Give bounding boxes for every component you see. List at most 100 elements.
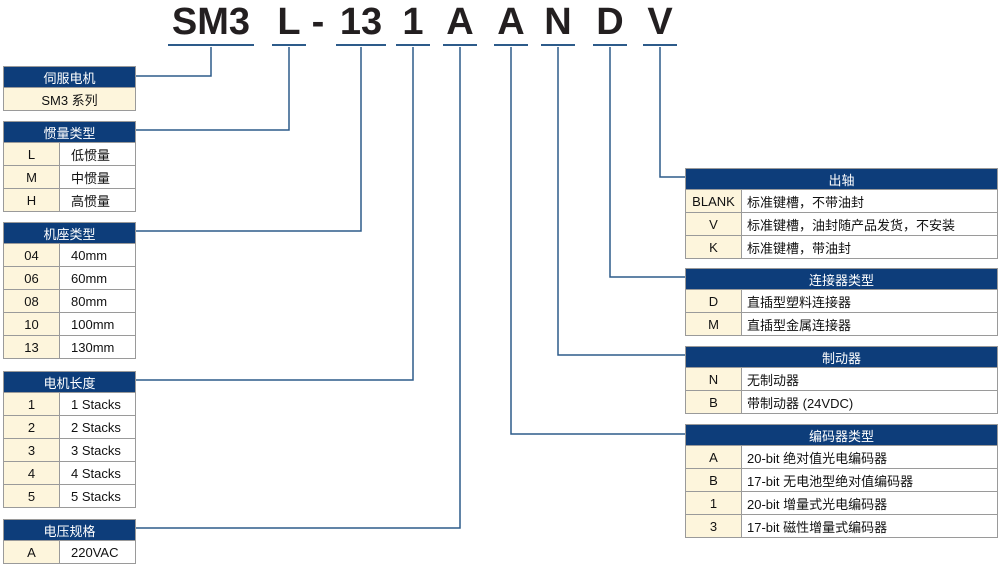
model-code: SM3 L - 13 1 A A N D V (0, 0, 1000, 48)
table-cell-key: B (685, 468, 742, 492)
table-cell-value: 高惯量 (59, 188, 136, 212)
table-cell-key: A (3, 540, 60, 564)
table-title: 机座类型 (3, 222, 136, 244)
table-cell-value: 40mm (59, 243, 136, 267)
table-title: 连接器类型 (685, 268, 998, 290)
table-cell-key: H (3, 188, 60, 212)
code-inertia: L (272, 0, 306, 46)
table-cell-value: 100mm (59, 312, 136, 336)
leader-line-frame (135, 47, 362, 232)
table-cell-value: 带制动器 (24VDC) (741, 390, 998, 414)
table-cell-key: 3 (3, 438, 60, 462)
code-shaft: V (643, 0, 677, 46)
table-cell-key: 4 (3, 461, 60, 485)
table-cell-value: 4 Stacks (59, 461, 136, 485)
table-title: 电机长度 (3, 371, 136, 393)
table-cell-value: 低惯量 (59, 142, 136, 166)
table-cell-key: K (685, 235, 742, 259)
table-cell-value: 标准键槽，带油封 (741, 235, 998, 259)
table-title: 编码器类型 (685, 424, 998, 446)
table-cell-key: D (685, 289, 742, 313)
table-cell-key: 1 (3, 392, 60, 416)
table-cell-value: 3 Stacks (59, 438, 136, 462)
table-cell-value: 17-bit 无电池型绝对值编码器 (741, 468, 998, 492)
table-cell-value: 5 Stacks (59, 484, 136, 508)
table-cell-key: M (685, 312, 742, 336)
table-title: 惯量类型 (3, 121, 136, 143)
table-cell-key: BLANK (685, 189, 742, 213)
table-cell-key: A (685, 445, 742, 469)
code-connector: D (593, 0, 627, 46)
leader-line-shaft (659, 47, 685, 178)
table-cell-key: N (685, 367, 742, 391)
table-motor-series: 伺服电机 SM3 系列 (3, 66, 136, 111)
table-cell-value: 20-bit 绝对值光电编码器 (741, 445, 998, 469)
code-length: 1 (396, 0, 430, 46)
leader-line-brake (557, 47, 685, 356)
table-cell-key: 06 (3, 266, 60, 290)
table-cell-value: 2 Stacks (59, 415, 136, 439)
code-series: SM3 (168, 0, 254, 46)
table-cell-key: 5 (3, 484, 60, 508)
table-cell-value: 20-bit 增量式光电编码器 (741, 491, 998, 515)
leader-line-encoder (510, 47, 685, 435)
table-title: 伺服电机 (3, 66, 136, 88)
table-title: 出轴 (685, 168, 998, 190)
table-cell-key: 1 (685, 491, 742, 515)
table-cell-value: 直插型塑料连接器 (741, 289, 998, 313)
table-cell-value: 60mm (59, 266, 136, 290)
code-dash: - (311, 1, 325, 43)
table-cell-key: 2 (3, 415, 60, 439)
code-voltage: A (443, 0, 477, 46)
table-title: 制动器 (685, 346, 998, 368)
table-cell-value: 直插型金属连接器 (741, 312, 998, 336)
table-cell-key: V (685, 212, 742, 236)
table-cell-key: 13 (3, 335, 60, 359)
table-cell-key: 3 (685, 514, 742, 538)
table-cell-value: 标准键槽，不带油封 (741, 189, 998, 213)
table-cell-value: 无制动器 (741, 367, 998, 391)
table-cell-value: 17-bit 磁性增量式编码器 (741, 514, 998, 538)
table-cell-key: M (3, 165, 60, 189)
table-cell-key: 04 (3, 243, 60, 267)
leader-line-length (135, 47, 414, 381)
table-cell-value: 80mm (59, 289, 136, 313)
leader-line-voltage (135, 47, 461, 529)
code-encoder: A (494, 0, 528, 46)
table-cell-value: 1 Stacks (59, 392, 136, 416)
leader-line-inertia (135, 47, 290, 131)
table-cell-key: B (685, 390, 742, 414)
table-title: 电压规格 (3, 519, 136, 541)
code-frame: 13 (336, 0, 386, 46)
leader-line-connector (609, 47, 685, 278)
leader-line-series (135, 47, 212, 77)
table-cell-value: 130mm (59, 335, 136, 359)
